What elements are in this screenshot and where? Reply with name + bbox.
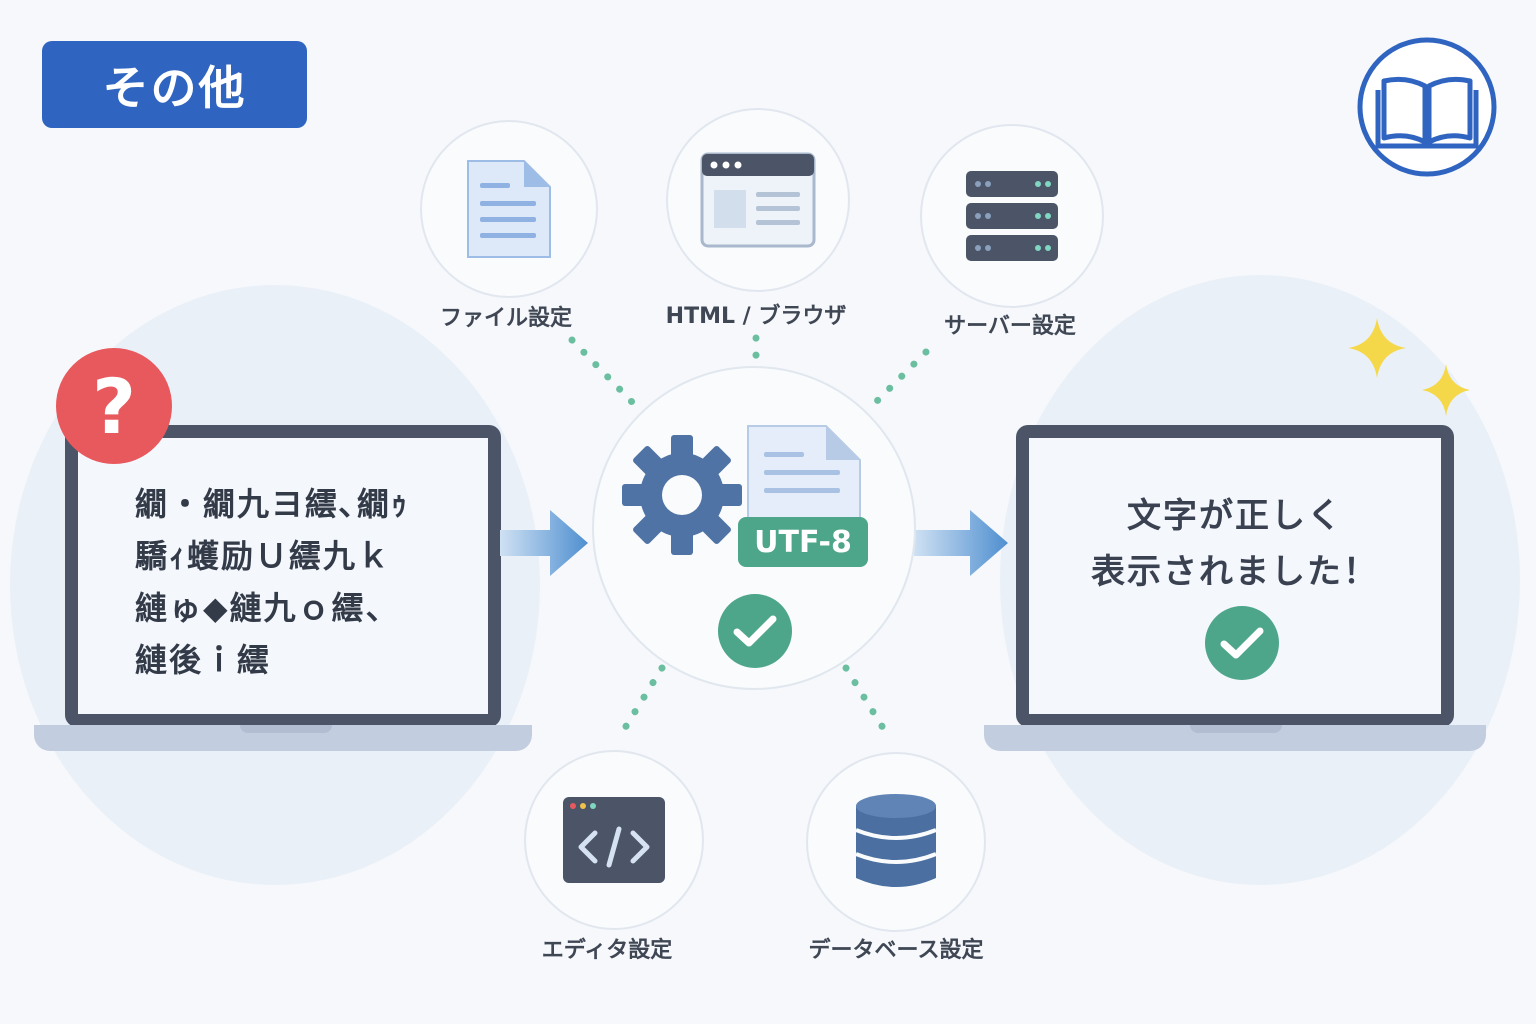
editor-settings-node [524,750,704,930]
browser-window-icon [700,152,816,248]
garbled-text: 繝・繝九ヨ繧､繝ｩ 驕ｨ蠖励Ｕ繧九ｋ 縺ゅ◆縺九ｏ繧、 縺後ｉ繧 [135,485,410,679]
file-settings-node [420,120,598,298]
document-icon [467,160,551,258]
editor-settings-label: エディタ設定 [541,938,673,963]
database-icon [855,794,937,887]
utf8-badge: UTF-8 [738,517,868,567]
file-settings-label: ファイル設定 [439,306,573,331]
sparkle-icon [1422,364,1470,416]
sparkle-icon [1348,318,1406,378]
success-message: 文字が正しく 表示されました！ [1091,496,1379,592]
book-icon [1357,37,1497,177]
check-icon [718,594,792,668]
page-title: その他 [42,41,307,128]
success-screen: 文字が正しく 表示されました！ [1029,438,1441,714]
document-icon [747,425,861,533]
server-settings-label: サーバー設定 [944,314,1076,339]
garbled-screen: 繝・繝九ヨ繧､繝ｩ 驕ｨ蠖励Ｕ繧九ｋ 縺ゅ◆縺九ｏ繧、 縺後ｉ繧 [78,438,488,714]
code-editor-icon [563,797,665,883]
server-settings-node [920,124,1104,308]
arrow-right-icon [500,510,588,576]
arrow-right-icon [914,510,1008,576]
database-settings-label: データベース設定 [808,938,984,963]
server-icon [966,171,1058,261]
gear-icon [622,435,742,555]
database-settings-node [806,752,986,932]
check-icon [1205,606,1279,680]
question-mark-icon: ? [56,348,172,464]
html-browser-node [666,108,850,292]
html-browser-label: HTML / ブラウザ [665,304,847,329]
